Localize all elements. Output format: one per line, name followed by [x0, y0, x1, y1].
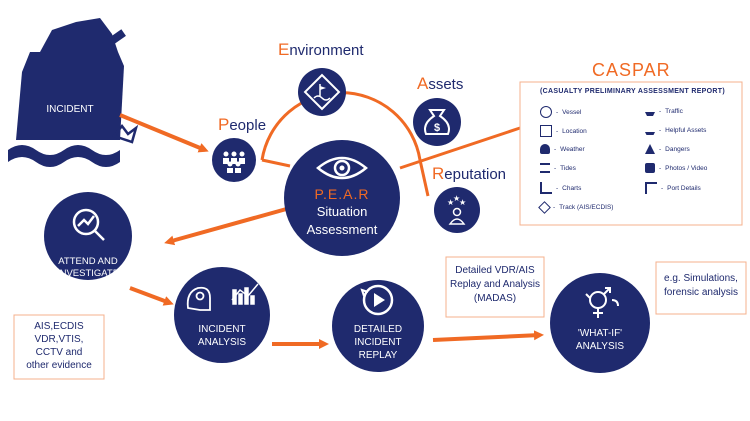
reputation-rest: eputation	[444, 166, 507, 183]
reputation-initial: R	[432, 164, 445, 183]
tides-icon	[540, 163, 550, 173]
caspar-item-photos-video: -Photos / Video	[645, 163, 707, 173]
evidence-line3: CCTV and	[35, 347, 83, 358]
pear-acronym: P.E.A.R	[314, 186, 370, 202]
replay-line3: REPLAY	[358, 350, 398, 361]
caspar-title: CASPAR	[592, 60, 671, 80]
arrow-to-attend	[164, 206, 291, 246]
eye-icon	[316, 156, 368, 180]
vdr-box	[445, 256, 545, 318]
gender-symbols-icon	[585, 287, 619, 318]
svg-text:★: ★	[453, 194, 460, 203]
assets-label: Assets	[417, 74, 463, 94]
attend-line2: INVESTIGATE	[56, 268, 120, 279]
map-icon	[540, 125, 552, 137]
people-label: People	[218, 115, 266, 135]
reputation-circle	[434, 187, 480, 233]
vdr-line3: (MADAS)	[473, 293, 517, 304]
people-initial: P	[218, 115, 230, 134]
incident-ship-icon	[8, 18, 139, 167]
pear-center-circle	[284, 140, 400, 256]
people-rest: eople	[229, 117, 267, 134]
caspar-item-traffic: -Traffic	[645, 106, 683, 116]
analysis-circle	[174, 267, 270, 363]
analysis-line2: ANALYSIS	[197, 337, 247, 348]
environment-icon	[303, 73, 341, 111]
caspar-item-dangers: -Dangers	[645, 144, 690, 154]
caspar-item-location: -Location	[540, 125, 587, 137]
money-bag-icon: $	[424, 109, 450, 135]
traffic-icon	[645, 112, 655, 116]
svg-text:$: $	[434, 122, 440, 134]
sims-box	[655, 261, 747, 315]
caspar-item-weather: -Weather	[540, 144, 585, 154]
investigate-icon	[72, 208, 105, 241]
arrow-to-whatif	[432, 330, 544, 342]
attend-circle	[44, 192, 132, 280]
vdr-line1: Detailed VDR/AIS	[455, 265, 535, 276]
attend-line1: ATTEND AND	[58, 256, 118, 267]
pear-line1: Situation	[316, 204, 368, 219]
connector-to-caspar	[399, 126, 521, 170]
whatif-line2: ANALYSIS	[575, 341, 625, 352]
arrow-to-analysis	[129, 286, 174, 306]
replay-icon	[360, 284, 394, 316]
replay-line2: INCIDENT	[354, 337, 402, 348]
replay-circle	[332, 280, 424, 372]
evidence-box	[13, 314, 105, 380]
caspar-item-tides: -Tides	[540, 163, 576, 173]
warning-icon	[645, 144, 655, 154]
caspar-item-charts: -Charts	[540, 182, 581, 194]
evidence-line1: AIS,ECDIS	[34, 321, 84, 332]
brain-gears-icon	[186, 286, 211, 311]
svg-text:★: ★	[459, 198, 466, 207]
sims-line2: forensic analysis	[664, 287, 738, 298]
vessel-icon	[540, 106, 552, 118]
incident-label: INCIDENT	[46, 104, 94, 115]
caspar-item-track: -Track (AIS/ECDIS)	[538, 201, 613, 214]
people-icon	[223, 151, 245, 173]
track-icon	[538, 201, 551, 214]
replay-line1: DETAILED	[353, 324, 403, 335]
port-crane-icon	[645, 182, 657, 194]
weather-icon	[540, 144, 550, 154]
assets-initial: A	[417, 74, 429, 93]
caspar-item-helpful-assets: -Helpful Assets	[645, 125, 706, 135]
environment-rest: nvironment	[289, 42, 364, 59]
caspar-item-vessel: -Vessel	[540, 106, 581, 118]
assets-rest: ssets	[428, 76, 464, 93]
reputation-label: Reputation	[432, 164, 506, 184]
charts-icon	[540, 182, 552, 194]
camera-icon	[645, 163, 655, 173]
caspar-item-port-details: -Port Details	[645, 182, 701, 194]
vdr-line2: Replay and Analysis	[449, 279, 541, 290]
environment-label: Environment	[278, 40, 364, 60]
arrow-incident-to-people	[119, 113, 209, 153]
pear-line2: Assessment	[306, 222, 378, 237]
caspar-subtitle: (CASUALTY PRELIMINARY ASSESSMENT REPORT)	[540, 88, 725, 95]
helpful-assets-icon	[645, 132, 655, 135]
whatif-circle	[550, 273, 650, 373]
analysis-line1: INCIDENT	[198, 324, 246, 335]
svg-text:★: ★	[447, 198, 454, 207]
sims-line1: e.g. Simulations,	[664, 273, 738, 284]
caspar-box	[519, 81, 743, 226]
evidence-line2: VDR,VTIS,	[34, 334, 84, 345]
environment-initial: E	[278, 40, 290, 59]
reputation-icon: ★ ★ ★	[447, 194, 466, 225]
environment-circle	[298, 68, 346, 116]
whatif-line1: 'WHAT-IF'	[577, 328, 623, 339]
chart-icon	[231, 283, 259, 305]
evidence-line4: other evidence	[26, 360, 92, 371]
